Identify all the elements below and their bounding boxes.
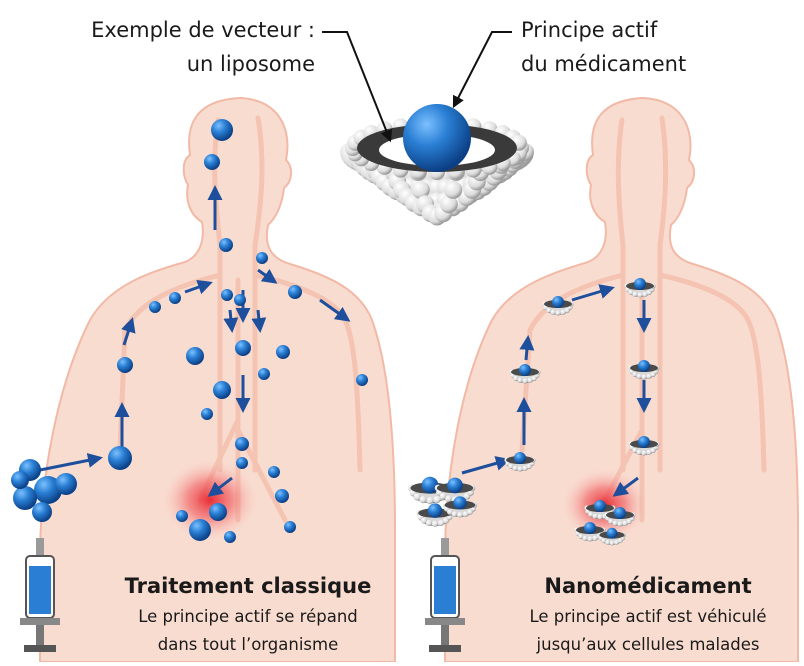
lipid-bead (444, 181, 462, 199)
right-caption-line1: Le principe actif est véhiculé (529, 607, 766, 626)
liposome-illustration (340, 104, 534, 226)
drug-particle (213, 381, 231, 399)
drug-particle (219, 238, 233, 252)
right-caption-line2: jusqu’aux cellules malades (536, 635, 760, 654)
drug-particle (169, 292, 181, 304)
drug-particle (276, 345, 290, 359)
drug-particle (236, 457, 248, 469)
drug-particle (221, 289, 233, 301)
drug-particle (211, 119, 233, 141)
drug-particle (234, 294, 246, 306)
drug-particle (108, 446, 132, 470)
drug-particle (189, 519, 211, 541)
left-caption-line1: Le principe actif se répand (138, 607, 358, 626)
drug-particle (288, 285, 302, 299)
drug-particle (204, 154, 220, 170)
drug-particle (176, 510, 188, 522)
vector-label-line2: un liposome (187, 52, 315, 76)
flow-arrow (258, 310, 260, 330)
active-label-line2: du médicament (521, 52, 686, 76)
active-pointer (454, 32, 512, 106)
drug-particle (275, 489, 289, 503)
drug-particle (235, 437, 249, 451)
left-caption-title: Traitement classique (125, 574, 372, 598)
left-caption-line2: dans tout l’organisme (158, 635, 339, 654)
drug-particle (258, 368, 270, 380)
drug-particle (209, 503, 227, 521)
flow-arrow (526, 338, 528, 360)
drug-particle (117, 357, 133, 373)
drug-particle (149, 301, 161, 313)
drug-particle (201, 408, 213, 420)
drug-particle (284, 521, 296, 533)
right-caption-title: Nanomédicament (544, 574, 751, 598)
drug-particle (256, 252, 268, 264)
active-label-line1: Principe actif (521, 18, 658, 42)
drug-particle (224, 531, 236, 543)
drug-particle (186, 347, 204, 365)
drug-particle (235, 340, 251, 356)
flow-arrow (230, 310, 232, 330)
vector-label-line1: Exemple de vecteur : (91, 18, 315, 42)
drug-particle (268, 466, 280, 478)
active-ingredient-sphere (403, 104, 471, 172)
drug-particle (356, 374, 368, 386)
